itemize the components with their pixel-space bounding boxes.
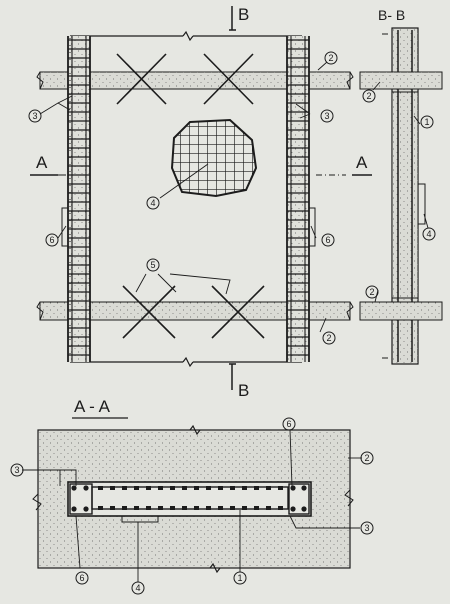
callout-3: 3: [324, 111, 329, 121]
wall-section-bars: [71, 485, 307, 512]
callout-4: 4: [135, 583, 140, 593]
callout-2: 2: [369, 287, 374, 297]
rebar-dot: [194, 506, 199, 510]
rebar-dot: [218, 486, 223, 490]
section-mark-a-left: A: [36, 153, 48, 172]
callout-2: 2: [328, 53, 333, 63]
corner-rebar: [290, 485, 296, 491]
rebar-dot: [134, 486, 139, 490]
diagonal-bars-bottom: [122, 285, 265, 339]
section-line-b: [229, 6, 236, 390]
rebar-dot: [218, 506, 223, 510]
callout-2: 2: [326, 333, 331, 343]
rebar-dot: [98, 506, 103, 510]
callout-3: 3: [14, 465, 19, 475]
elevation-callouts: 2 3 3 4 6 6 5 2: [28, 51, 338, 345]
section-title-a-a: A - A: [74, 397, 111, 416]
rebar-dot: [254, 486, 259, 490]
rebar-dot: [170, 486, 175, 490]
rebar-dot: [122, 506, 127, 510]
rebar-dot: [278, 486, 283, 490]
rebar-dot: [158, 506, 163, 510]
callout-2: 2: [366, 91, 371, 101]
callout-6: 6: [49, 235, 54, 245]
section-title-b-b: B- B: [378, 7, 405, 23]
callout-4: 4: [150, 198, 155, 208]
callout-3: 3: [364, 523, 369, 533]
callout-3: 3: [32, 111, 37, 121]
column-stirrups: [68, 39, 309, 356]
rebar-dot: [146, 506, 151, 510]
rebar-dot: [146, 486, 151, 490]
corner-rebar: [83, 485, 89, 491]
callout-1: 1: [424, 117, 429, 127]
bottom-beam: [36, 301, 354, 321]
callout-4: 4: [426, 229, 431, 239]
rebar-dot: [254, 506, 259, 510]
rebar-dot: [170, 506, 175, 510]
rebar-dot: [122, 486, 127, 490]
section-mark-b-top: B: [238, 5, 249, 24]
rebar-dot: [110, 486, 115, 490]
rebar-dot: [266, 486, 271, 490]
corner-rebar: [301, 485, 307, 491]
rebar-dot: [242, 486, 247, 490]
rebar-dot: [206, 486, 211, 490]
rebar-dot: [134, 506, 139, 510]
callout-5: 5: [150, 260, 155, 270]
corner-rebar: [301, 506, 307, 512]
corner-rebar: [290, 506, 296, 512]
top-beam: [36, 71, 354, 90]
left-edge-column: [67, 36, 91, 362]
corner-rebar: [71, 506, 77, 512]
rebar-dot: [266, 506, 271, 510]
rebar-dot: [98, 486, 103, 490]
rebar-dot: [242, 506, 247, 510]
rebar-dot: [206, 506, 211, 510]
rebar-dot: [110, 506, 115, 510]
callout-6: 6: [79, 573, 84, 583]
section-a-a-view: A - A 3 6 2 3: [10, 397, 374, 595]
callout-2: 2: [364, 453, 369, 463]
callout-1: 1: [237, 573, 242, 583]
rebar-dot: [230, 506, 235, 510]
rebar-dot: [182, 486, 187, 490]
rebar-dot: [230, 486, 235, 490]
rebar-dot: [278, 506, 283, 510]
opening-mesh: [170, 118, 258, 198]
section-b-b-view: B- B 2 1 4 2: [359, 7, 443, 365]
diagonal-bars-top: [116, 53, 254, 105]
section-mark-a-right: A: [356, 153, 368, 172]
corner-rebar: [83, 506, 89, 512]
right-edge-column: [286, 36, 310, 362]
callout-6: 6: [325, 235, 330, 245]
callout-6: 6: [286, 419, 291, 429]
elevation-view: A A B B 2 3 3: [28, 5, 372, 400]
rebar-dot: [194, 486, 199, 490]
rebar-dot: [182, 506, 187, 510]
rebar-dot: [158, 486, 163, 490]
section-mark-b-bottom: B: [238, 381, 249, 400]
corner-rebar: [71, 485, 77, 491]
